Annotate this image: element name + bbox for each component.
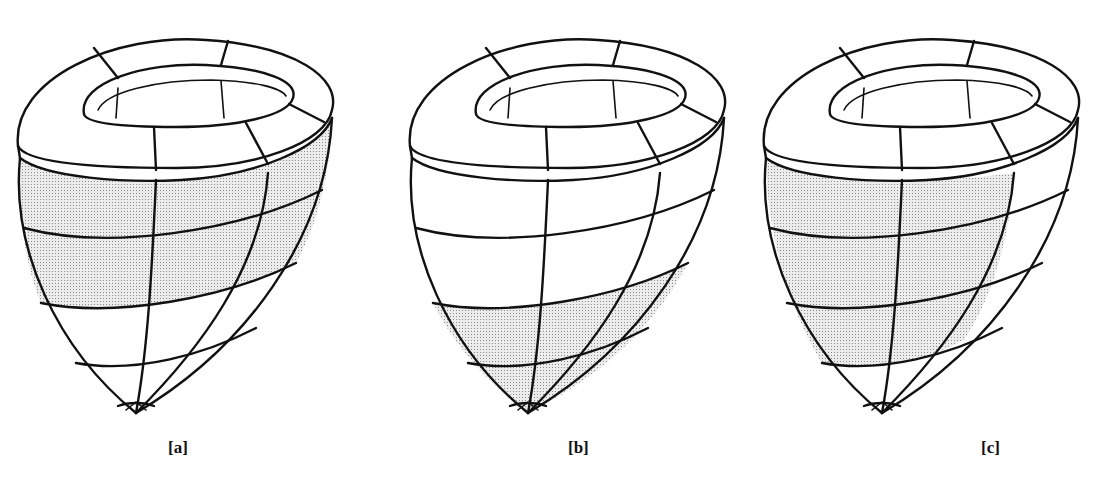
figure-label: [a] — [168, 438, 188, 458]
figure-label: [c] — [981, 438, 1000, 458]
figure-label: [b] — [568, 438, 589, 458]
